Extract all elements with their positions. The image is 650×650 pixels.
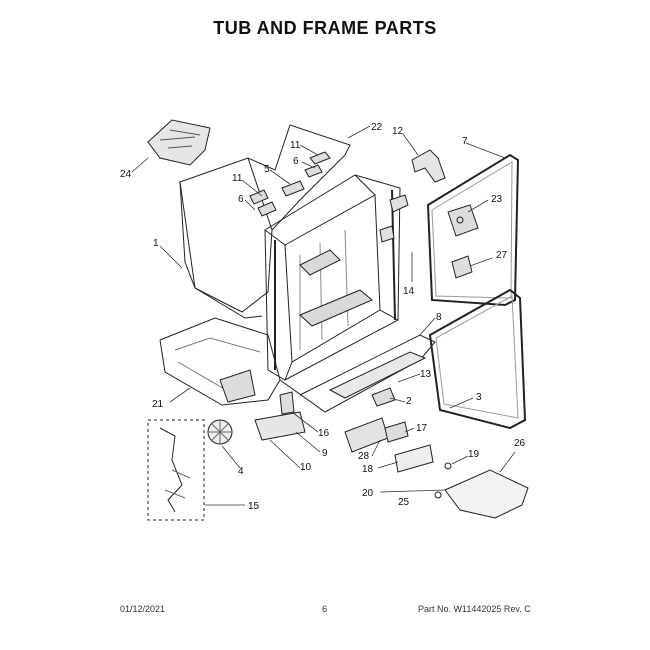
callout-27: 27 [496,250,508,261]
callout-13: 13 [420,369,432,380]
callout-12: 12 [392,126,404,137]
callout-22: 22 [371,122,383,133]
valve-part-drawing [371,387,396,407]
callout-14: 14 [403,286,415,297]
hinge-hardware-drawing [447,204,479,279]
callout-8: 8 [436,312,442,323]
callout-19: 19 [468,449,480,460]
callout-18: 18 [362,464,374,475]
callout-6b: 6 [238,194,244,205]
page-title: TUB AND FRAME PARTS [213,18,437,38]
callout-3: 3 [476,392,482,403]
callout-17: 17 [416,423,428,434]
callout-11b: 11 [232,173,243,184]
pump-parts-drawing [254,391,306,441]
tub-base-drawing [159,317,436,413]
footer-date: 01/12/2021 [120,604,166,614]
bracket-part-drawing [411,149,446,183]
tray-part-drawing [444,469,529,519]
footer-page-number: 6 [322,604,328,614]
callout-5: 5 [264,164,270,175]
clip-parts-drawing [249,151,331,217]
hardware-bag-drawing [147,119,211,166]
callout-10: 10 [300,462,312,473]
callout-7: 7 [462,136,468,147]
lower-gasket-drawing [428,288,527,430]
callout-16: 16 [318,428,330,439]
callout-28: 28 [358,451,370,462]
callout-2: 2 [406,396,412,407]
callout-9: 9 [322,448,328,459]
screw-part-drawing [444,462,452,470]
callout-21: 21 [152,399,164,410]
callout-25: 25 [398,497,410,508]
drain-parts-drawing [344,417,434,473]
callout-11a: 11 [290,140,301,151]
impeller-part-drawing [207,419,233,445]
tub-frame-drawing [264,174,409,381]
callout-26: 26 [514,438,526,449]
callout-4: 4 [238,466,244,477]
callout-20: 20 [362,488,374,499]
callout-23: 23 [491,194,503,205]
footer-part-number: Part No. W11442025 Rev. C [418,604,531,614]
callout-1: 1 [153,238,159,249]
callout-6a: 6 [293,156,299,167]
callout-24: 24 [120,169,132,180]
callout-15: 15 [248,501,260,512]
wire-harness-inset [147,419,205,521]
door-gasket-drawing [426,153,520,307]
